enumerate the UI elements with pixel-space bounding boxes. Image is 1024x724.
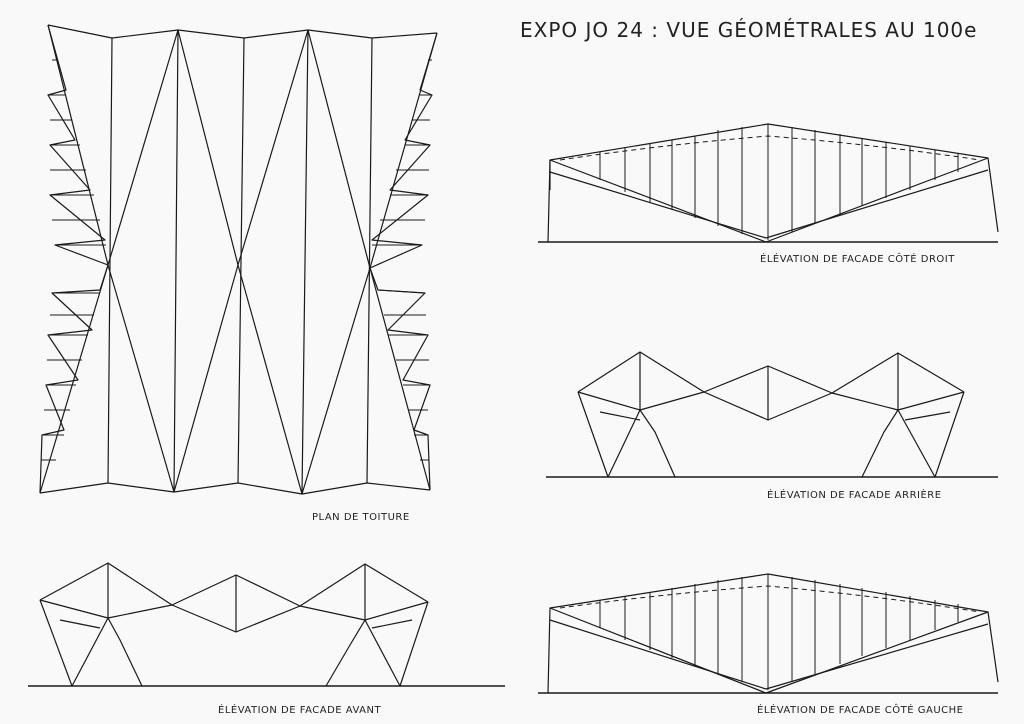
front-elevation-label: ÉLÉVATION DE FACADE AVANT <box>218 705 382 716</box>
roof-plan-label: PLAN DE TOITURE <box>312 512 410 523</box>
right-elevation-label: ÉLÉVATION DE FACADE CÔTÉ DROIT <box>760 254 955 265</box>
right-elevation-drawing <box>538 123 999 243</box>
front-elevation-drawing <box>28 562 505 687</box>
rear-elevation-drawing <box>546 351 998 478</box>
rear-elevation-label: ÉLÉVATION DE FACADE ARRIÈRE <box>767 490 942 501</box>
roof-plan-drawing <box>39 24 438 495</box>
left-elevation-label: ÉLÉVATION DE FACADE CÔTÉ GAUCHE <box>757 705 964 716</box>
sheet-title: EXPO JO 24 : VUE GÉOMÉTRALES AU 100e <box>520 18 978 42</box>
left-elevation-drawing <box>538 573 999 694</box>
